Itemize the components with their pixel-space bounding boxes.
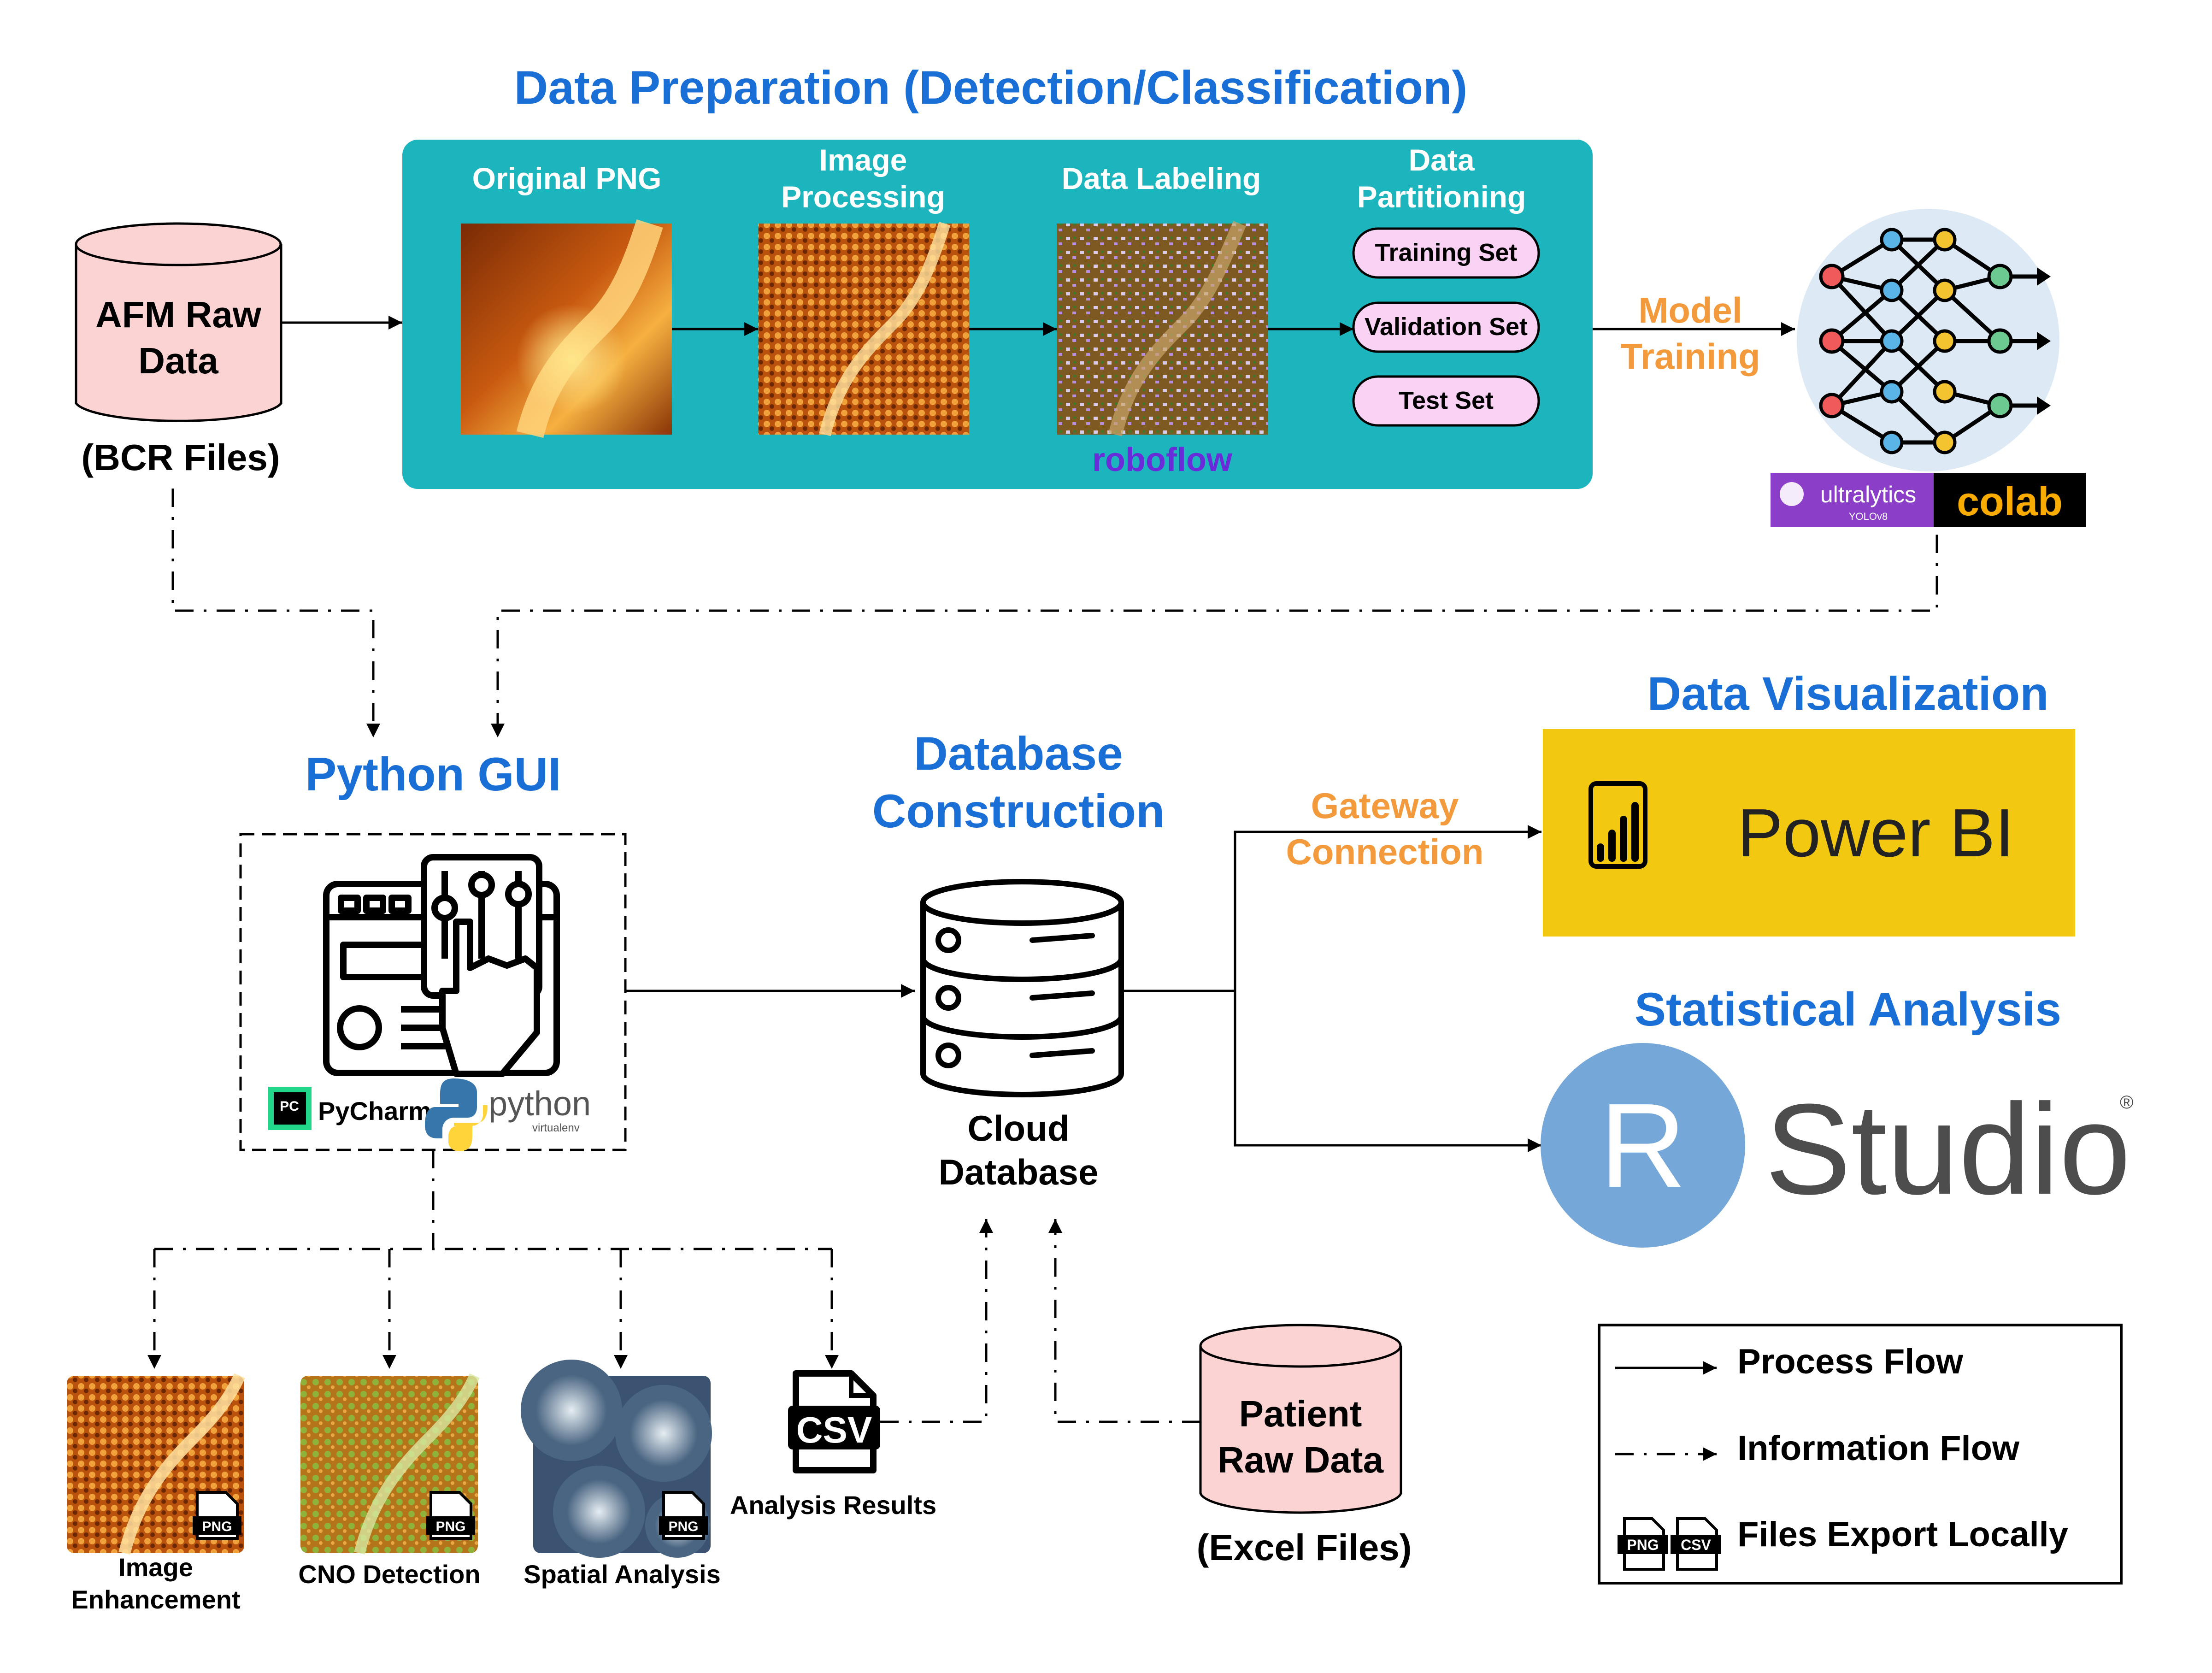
afm-caption: (BCR Files)	[81, 437, 280, 478]
step-original-png-label: Original PNG	[472, 161, 662, 195]
patient-raw-data-cylinder: Patient Raw Data	[1199, 1324, 1402, 1514]
database-icon	[920, 879, 1124, 1097]
rstudio-logo: R Studio ®	[1541, 1043, 2133, 1248]
cloud-db-line1: Cloud	[968, 1108, 1070, 1149]
png-file-icon: PNG	[426, 1491, 475, 1540]
model-training-line2: Training	[1620, 336, 1760, 377]
gui-control-panel-icon	[323, 854, 560, 1077]
patient-label-line1: Patient	[1239, 1393, 1362, 1434]
python-logo-text: python	[488, 1084, 591, 1123]
png-tag-text: PNG	[435, 1519, 465, 1534]
cloud-db-line2: Database	[939, 1152, 1099, 1192]
python-icon	[425, 1078, 488, 1151]
stats-title: Statistical Analysis	[1635, 983, 2061, 1036]
afm-label-line2: Data	[138, 340, 218, 381]
colab-logo-text: colab	[1957, 478, 2063, 524]
powerbi-logo-text: Power BI	[1737, 795, 2014, 871]
python-logo-sub: virtualenv	[532, 1122, 580, 1134]
legend-information-label: Information Flow	[1737, 1429, 2020, 1468]
csv-file-icon: CSV	[788, 1370, 880, 1473]
pycharm-logo-text: PyCharm	[318, 1096, 431, 1125]
test-set-label: Test Set	[1399, 387, 1494, 414]
patient-caption: (Excel Files)	[1197, 1527, 1412, 1568]
pycharm-logo: PC PyCharm	[268, 1087, 431, 1130]
patient-label-line2: Raw Data	[1218, 1439, 1384, 1480]
legend-export-icons: PNG CSV	[1618, 1517, 1721, 1571]
rstudio-word: Studio	[1765, 1078, 2131, 1221]
neural-network-icon	[1797, 209, 2059, 471]
python-virtualenv-logo: python virtualenv	[425, 1078, 591, 1151]
step-data-labeling-label: Data Labeling	[1062, 161, 1261, 195]
db-title-line1: Database	[914, 727, 1123, 780]
prep-title: Data Preparation (Detection/Classificati…	[514, 61, 1468, 114]
step-partitioning-line2: Partitioning	[1357, 180, 1526, 214]
image-enhancement-thumbnail: PNG	[67, 1373, 245, 1555]
db-title-line2: Construction	[872, 785, 1165, 837]
spatial-analysis-thumbnail: PNG	[521, 1360, 712, 1558]
powerbi-logo: Power BI	[1543, 729, 2075, 937]
image-enhancement-line2: Enhancement	[71, 1585, 240, 1614]
csv-tag-text: CSV	[796, 1409, 872, 1450]
png-file-icon: PNG	[1618, 1517, 1668, 1571]
gateway-line1: Gateway	[1311, 785, 1459, 826]
validation-set-label: Validation Set	[1365, 313, 1528, 341]
ultralytics-logo-text: ultralytics	[1820, 482, 1916, 507]
data-preparation-panel	[402, 140, 1593, 489]
afm-label-line1: AFM Raw	[95, 294, 262, 335]
image-enhancement-line1: Image	[118, 1553, 193, 1582]
training-set-label: Training Set	[1375, 239, 1517, 266]
cno-detection-thumbnail: PNG	[300, 1373, 480, 1555]
powerbi-icon	[1588, 781, 1647, 869]
step-partitioning-line1: Data	[1408, 143, 1475, 177]
rstudio-mark: ®	[2120, 1092, 2133, 1113]
cno-detection-label: CNO Detection	[298, 1560, 480, 1589]
colab-logo: colab	[1934, 473, 2086, 527]
roboflow-logo: roboflow	[1092, 442, 1233, 478]
training-set-pill: Training Set	[1352, 227, 1540, 279]
processed-image	[758, 222, 969, 436]
afm-raw-data-cylinder: AFM Raw Data	[75, 222, 282, 422]
csv-tag-text: CSV	[1681, 1537, 1711, 1553]
png-tag-text: PNG	[202, 1519, 232, 1534]
viz-title: Data Visualization	[1647, 667, 2048, 720]
test-set-pill: Test Set	[1352, 375, 1540, 427]
python-gui-title: Python GUI	[305, 748, 561, 801]
legend-export-label: Files Export Locally	[1737, 1515, 2068, 1554]
ultralytics-logo-sub: YOLOv8	[1849, 511, 1888, 522]
ultralytics-logo: ultralytics YOLOv8	[1771, 473, 1934, 527]
spatial-analysis-label: Spatial Analysis	[524, 1560, 720, 1589]
step-image-processing-line1: Image	[819, 143, 907, 177]
model-training-line1: Model	[1638, 290, 1742, 330]
labeled-image	[1057, 221, 1268, 436]
png-tag-text: PNG	[668, 1519, 698, 1534]
pycharm-badge-text: PC	[280, 1099, 299, 1114]
png-tag-text: PNG	[1627, 1537, 1659, 1553]
png-file-icon: PNG	[193, 1491, 241, 1540]
legend-process-label: Process Flow	[1737, 1342, 1964, 1381]
csv-file-icon: CSV	[1671, 1517, 1721, 1571]
rstudio-letter: R	[1600, 1079, 1686, 1213]
step-image-processing-line2: Processing	[781, 180, 945, 214]
png-file-icon: PNG	[659, 1491, 708, 1540]
gateway-line2: Connection	[1286, 831, 1484, 872]
validation-set-pill: Validation Set	[1352, 301, 1540, 353]
original-png-image	[461, 219, 672, 438]
analysis-results-label: Analysis Results	[730, 1490, 936, 1520]
